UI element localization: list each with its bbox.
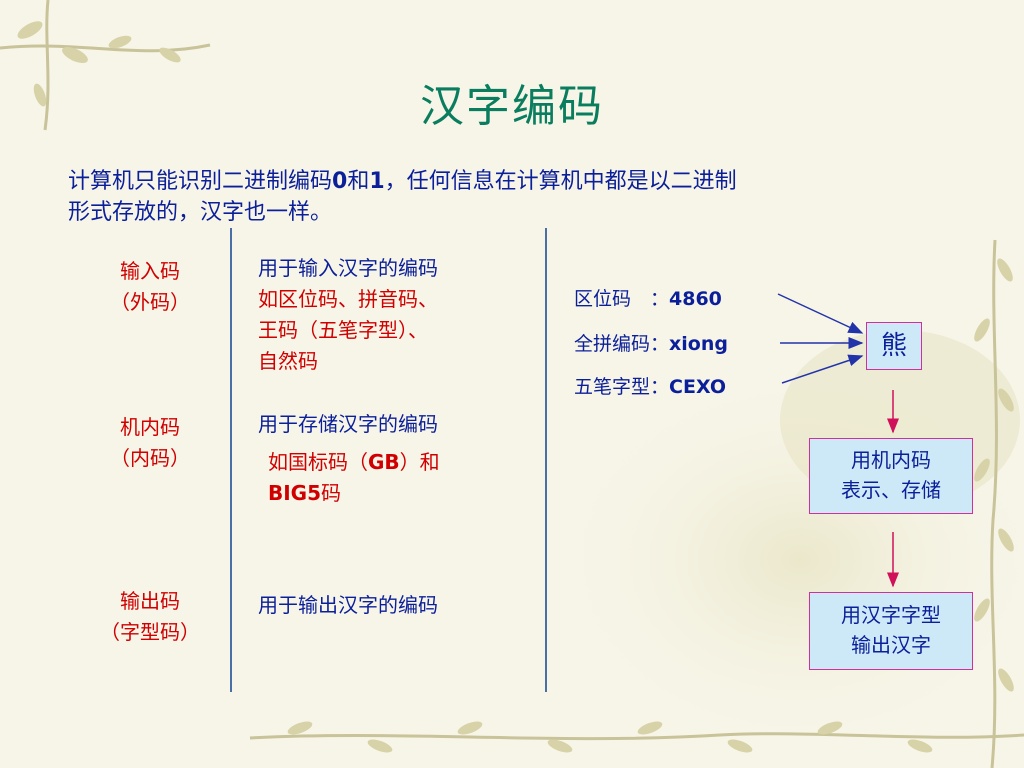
code-row-wubi-value: CEXO [669, 376, 727, 398]
output-box-line2: 输出汉字 [851, 633, 931, 657]
internal-code-description: 用于存储汉字的编码 如国标码（GB）和 BIG5码 [258, 409, 538, 509]
code-row-wubi-label: 五笔字型： [574, 376, 670, 398]
input-code-example-line2: 王码（五笔字型）、 [258, 318, 428, 342]
input-code-example-line1: 如区位码、拼音码、 [258, 287, 438, 311]
internal-code-example-gb: GB [368, 450, 400, 474]
input-code-label-line2: （外码） [110, 290, 190, 314]
page-title: 汉字编码 [420, 81, 604, 132]
code-row-pinyin: 全拼编码：xiong [574, 329, 728, 356]
intro-text-line2: 形式存放的，汉字也一样。 [68, 200, 333, 225]
left-divider [230, 228, 232, 692]
code-row-quwei-label: 区位码 ： [574, 288, 670, 310]
input-code-label: 输入码 （外码） [80, 256, 220, 318]
intro-text-part2: ，任何信息在计算机中都是以二进制 [384, 169, 737, 194]
store-box-line2: 表示、存储 [841, 478, 941, 502]
intro-text-part1: 计算机只能识别二进制编码 [68, 169, 333, 194]
output-box-line1: 用汉字字型 [841, 603, 941, 627]
internal-code-example-big5: BIG5 [268, 481, 322, 505]
code-row-pinyin-value: xiong [669, 333, 728, 355]
internal-code-example-line1: 如国标码（GB）和 [258, 447, 538, 478]
store-box: 用机内码 表示、存储 [809, 438, 973, 514]
internal-code-label: 机内码 （内码） [80, 412, 220, 474]
code-row-quwei: 区位码 ：4860 [574, 284, 722, 311]
internal-code-example-line2: BIG5码 [258, 478, 538, 509]
output-code-description: 用于输出汉字的编码 [258, 590, 538, 621]
internal-code-example-pre: 如国标码（ [268, 450, 368, 474]
internal-code-example-mid: ）和 [399, 450, 440, 474]
internal-code-label-line2: （内码） [110, 446, 190, 470]
input-code-example-line3: 自然码 [258, 349, 318, 373]
input-code-desc: 用于输入汉字的编码 [258, 256, 438, 280]
intro-paragraph: 计算机只能识别二进制编码0和1，任何信息在计算机中都是以二进制 形式存放的，汉字… [68, 166, 948, 228]
code-row-quwei-value: 4860 [669, 288, 722, 310]
code-row-wubi: 五笔字型：CEXO [574, 372, 726, 399]
internal-code-desc: 用于存储汉字的编码 [258, 412, 438, 436]
internal-code-example-post: 码 [321, 481, 342, 505]
input-code-description: 用于输入汉字的编码 如区位码、拼音码、 王码（五笔字型）、 自然码 [258, 253, 538, 377]
output-code-desc: 用于输出汉字的编码 [258, 593, 438, 617]
code-row-pinyin-label: 全拼编码： [574, 333, 670, 355]
store-box-line1: 用机内码 [851, 448, 931, 472]
input-code-label-line1: 输入码 [120, 259, 180, 283]
intro-and: 和 [347, 169, 370, 194]
output-code-label: 输出码 （字型码） [80, 586, 220, 648]
internal-code-label-line1: 机内码 [120, 415, 180, 439]
middle-divider [545, 228, 547, 692]
intro-one: 1 [369, 169, 385, 194]
character-box-text: 熊 [880, 331, 907, 361]
character-box: 熊 [866, 322, 922, 370]
output-box: 用汉字字型 输出汉字 [809, 592, 973, 670]
output-code-label-line1: 输出码 [120, 589, 180, 613]
output-code-label-line2: （字型码） [100, 620, 200, 644]
intro-zero: 0 [332, 169, 348, 194]
